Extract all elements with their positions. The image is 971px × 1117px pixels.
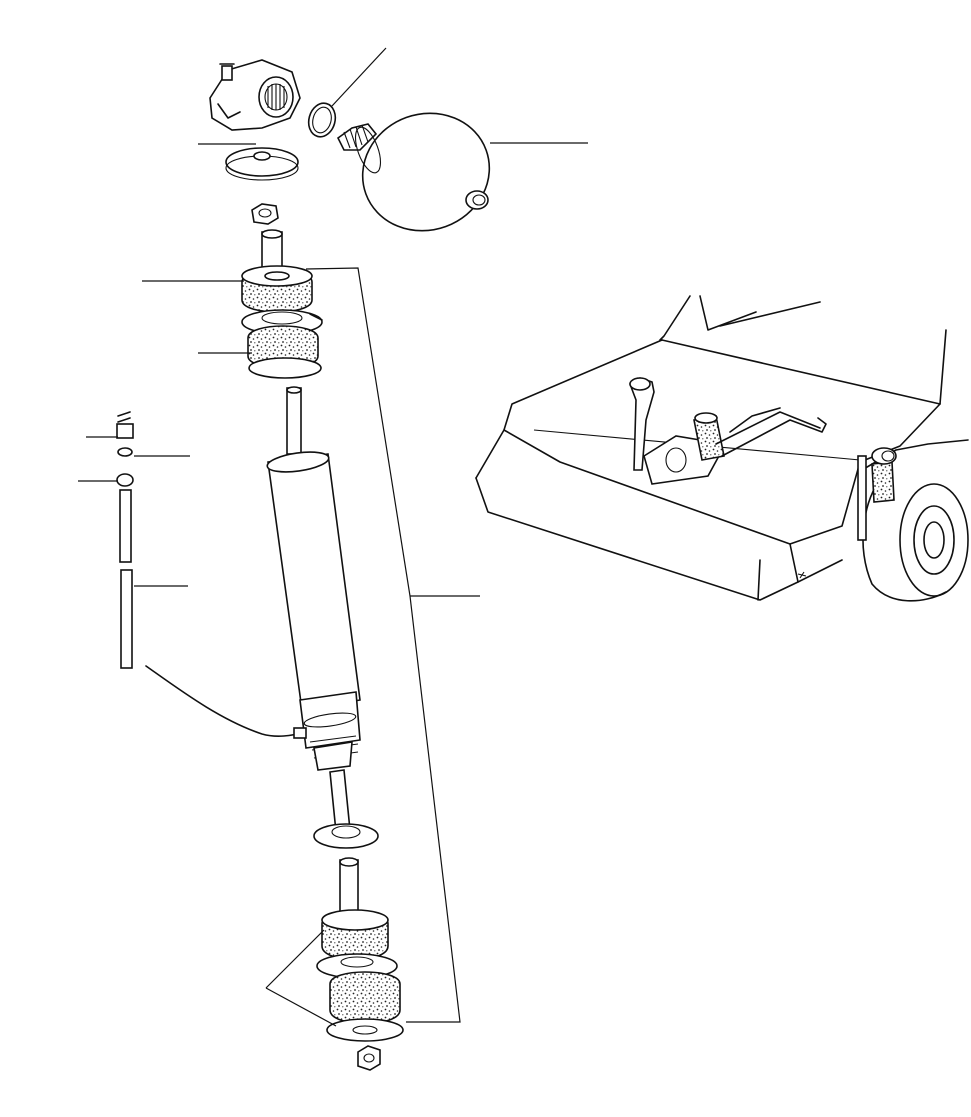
upper-rubber-bushes bbox=[241, 229, 323, 379]
lower-rubber-bushes bbox=[316, 857, 404, 1042]
o-ring bbox=[307, 102, 337, 138]
top-nut bbox=[251, 203, 279, 225]
leader-lines bbox=[78, 47, 588, 1027]
lower-cup-washer bbox=[313, 769, 379, 849]
hydraulic-pipe bbox=[119, 489, 305, 737]
bottom-nut bbox=[357, 1045, 381, 1071]
strut-top-bracket bbox=[209, 59, 301, 131]
pipe-union-fittings bbox=[116, 411, 134, 487]
suspension-sphere bbox=[336, 112, 491, 232]
support-plate bbox=[225, 147, 299, 181]
suspension-cylinder bbox=[266, 386, 361, 771]
vehicle-location-view bbox=[475, 295, 969, 602]
